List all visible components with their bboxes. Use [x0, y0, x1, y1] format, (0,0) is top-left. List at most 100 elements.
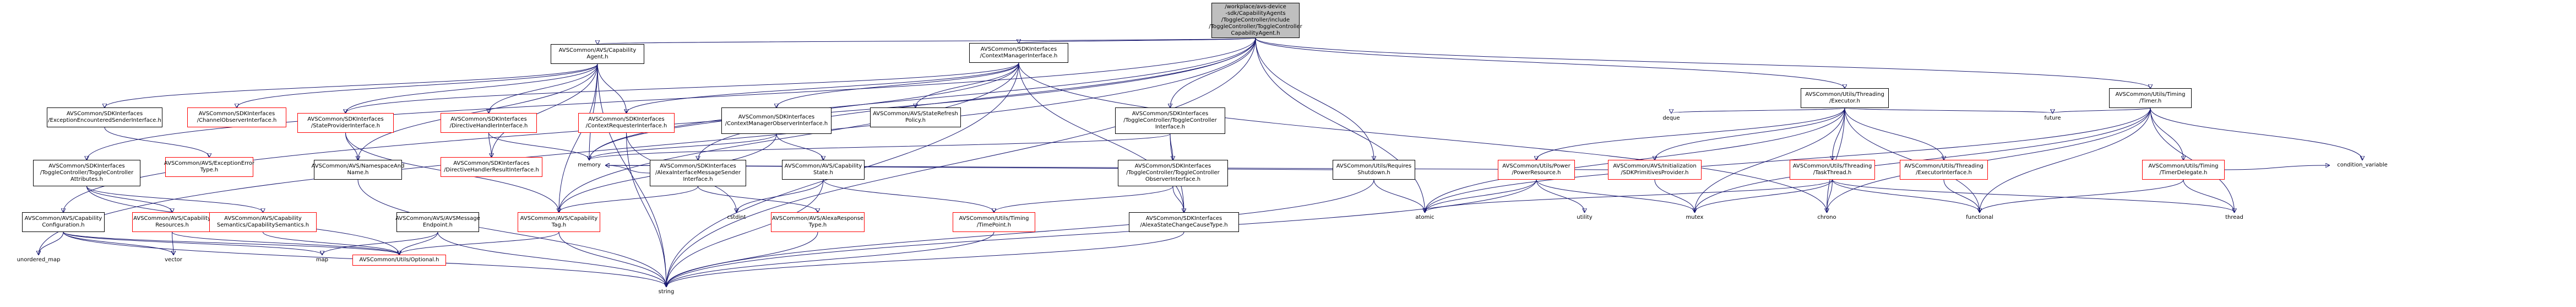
node-timer[interactable]: AVSCommon/Utils/Timing /Timer.h — [2109, 88, 2192, 108]
node-stateprov[interactable]: AVSCommon/SDKInterfaces /StateProviderIn… — [297, 113, 394, 133]
node-optional[interactable]: AVSCommon/Utils/Optional.h — [352, 255, 446, 266]
node-string: string — [658, 289, 675, 295]
edge-power-to-mutex — [1536, 179, 1695, 212]
edge-capagent-to-ctxreq — [597, 63, 627, 113]
node-excerr[interactable]: AVSCommon/AVS/ExceptionError Type.h — [164, 157, 254, 177]
node-dirresult[interactable]: AVSCommon/SDKInterfaces /DirectiveHandle… — [441, 157, 542, 177]
edge-timedel-to-functional — [1980, 179, 2184, 212]
edge-capconfig-to-vector — [63, 231, 173, 255]
node-capconfig[interactable]: AVSCommon/AVS/Capability Configuration.h — [22, 212, 105, 232]
edge-capconfig-to-map — [63, 231, 322, 255]
edge-capres-to-vector — [172, 231, 174, 255]
edge-ctxmgr-to-alexachg — [1018, 62, 1184, 212]
edge-executor-to-power — [1536, 107, 1845, 160]
edge-ctxmgr-to-staterefresh — [916, 62, 1019, 107]
edge-capstate-to-cstdint — [737, 179, 824, 212]
node-timedel[interactable]: AVSCommon/Utils/Timing /TimerDelegate.h — [2142, 160, 2225, 180]
node-dirhandler[interactable]: AVSCommon/SDKInterfaces /DirectiveHandle… — [441, 113, 537, 133]
edge-root-to-reqshutdown — [1255, 37, 1374, 160]
edge-timer-to-functional — [1980, 107, 2151, 212]
node-future: future — [2044, 115, 2061, 121]
edge-root-to-capagent — [597, 37, 1256, 44]
edge-root-to-tog_attr — [87, 37, 1256, 160]
edge-capres-to-optional — [172, 231, 400, 255]
node-ctxreq[interactable]: AVSCommon/SDKInterfaces /ContextRequeste… — [578, 113, 675, 133]
node-thread: thread — [2225, 214, 2243, 220]
edge-capconfig-to-optional — [63, 231, 399, 255]
edge-executor-to-future — [1844, 107, 2053, 113]
node-unordered_map: unordered_map — [17, 257, 61, 263]
node-avsmsgep[interactable]: AVSCommon/AVS/AVSMessage Endpoint.h — [395, 212, 480, 232]
edge-executor-to-deque — [1671, 107, 1845, 113]
edge-executor-to-execiface — [1844, 107, 1944, 160]
node-alexamsg[interactable]: AVSCommon/SDKInterfaces /AlexaInterfaceM… — [650, 160, 746, 186]
edge-alexamsg-to-alexaresp — [698, 186, 818, 212]
node-alexachg[interactable]: AVSCommon/SDKInterfaces /AlexaStateChang… — [1129, 212, 1239, 232]
node-ctxmgr[interactable]: AVSCommon/SDKInterfaces /ContextManagerI… — [969, 43, 1068, 63]
node-ctxmgrobs[interactable]: AVSCommon/SDKInterfaces /ContextManagerO… — [721, 107, 832, 134]
node-tog_attr[interactable]: AVSCommon/SDKInterfaces /ToggleControlle… — [33, 160, 140, 186]
node-tog_obs[interactable]: AVSCommon/SDKInterfaces /ToggleControlle… — [1118, 160, 1228, 186]
edge-tog_iface-to-memory — [589, 133, 1171, 160]
edge-executor-to-mutex — [1695, 107, 1845, 212]
edge-power-to-string — [666, 179, 1537, 287]
node-power[interactable]: AVSCommon/Utils/Power /PowerResource.h — [1498, 160, 1575, 180]
node-utility: utility — [1577, 214, 1593, 220]
node-memory: memory — [578, 162, 601, 168]
node-capagent[interactable]: AVSCommon/AVS/Capability Agent.h — [551, 44, 644, 64]
node-exc_enc[interactable]: AVSCommon/SDKInterfaces /ExceptionEncoun… — [47, 107, 162, 127]
edge-ctxmgr-to-stateprov — [346, 62, 1019, 113]
node-capstate[interactable]: AVSCommon/AVS/Capability State.h — [782, 160, 865, 180]
edge-ctxmgr-to-chrono — [1018, 62, 1827, 212]
edge-capsem-to-optional — [263, 231, 400, 255]
edge-timer-to-atomic — [1425, 107, 2151, 212]
edge-exc_enc-to-excerr — [104, 127, 209, 157]
edge-capagent-to-exc_enc — [105, 63, 598, 107]
edge-power-to-utility — [1536, 179, 1585, 212]
edge-capstate-to-timepoint — [823, 179, 994, 212]
node-taskthread[interactable]: AVSCommon/Utils/Threading /TaskThread.h — [1790, 160, 1875, 180]
edge-capconfig-to-unordered_map — [39, 231, 64, 255]
edge-sdkprim-to-memory — [606, 165, 1608, 170]
edge-ctxmgr-to-captag — [559, 62, 1019, 212]
edge-ctxreq-to-string — [626, 132, 667, 287]
node-timepoint[interactable]: AVSCommon/Utils/Timing /TimePoint.h — [953, 212, 1035, 232]
edge-alexamsg-to-memory — [606, 165, 650, 174]
node-vector: vector — [165, 257, 182, 263]
edge-taskthread-to-thread — [1832, 179, 2235, 212]
node-chanobs[interactable]: AVSCommon/SDKInterfaces /ChannelObserver… — [187, 107, 286, 127]
edge-alexachg-to-string — [666, 231, 1184, 287]
node-reqshutdown[interactable]: AVSCommon/Utils/Requires Shutdown.h — [1333, 160, 1415, 180]
node-executor[interactable]: AVSCommon/Utils/Threading /Executor.h — [1801, 88, 1889, 108]
edge-execiface-to-functional — [1943, 179, 1980, 212]
edge-ctxmgrobs-to-memory — [589, 133, 777, 160]
edge-avsmsgep-to-map — [322, 231, 438, 255]
node-staterefresh[interactable]: AVSCommon/AVS/StateRefresh Policy.h — [870, 107, 961, 127]
node-captag[interactable]: AVSCommon/AVS/Capability Tag.h — [518, 212, 600, 232]
edge-root-to-ctxmgr — [1019, 37, 1256, 43]
edge-root-to-memory — [589, 37, 1256, 160]
node-alexaresp[interactable]: AVSCommon/AVS/AlexaResponse Type.h — [771, 212, 865, 232]
edge-stateprov-to-nsname — [345, 132, 358, 160]
edge-executor-to-sdkprim — [1655, 107, 1845, 160]
edge-power-to-atomic — [1425, 179, 1537, 212]
edge-capstate-to-string — [666, 179, 824, 287]
node-atomic: atomic — [1415, 214, 1434, 220]
edge-root-to-executor — [1255, 37, 1845, 88]
edge-root-to-timer — [1255, 37, 2150, 88]
node-map: map — [316, 257, 329, 263]
node-execiface[interactable]: AVSCommon/Utils/Threading /ExecutorInter… — [1900, 160, 1988, 180]
node-nsname[interactable]: AVSCommon/AVS/NamespaceAnd Name.h — [312, 160, 404, 180]
edge-tog_attr-to-capres — [86, 186, 172, 212]
node-capres[interactable]: AVSCommon/AVS/Capability Resources.h — [132, 212, 212, 232]
node-capsem[interactable]: AVSCommon/AVS/Capability Semantics/Capab… — [209, 212, 317, 232]
node-sdkprim[interactable]: AVSCommon/AVS/Initialization /SDKPrimiti… — [1608, 160, 1702, 180]
node-tog_iface[interactable]: AVSCommon/SDKInterfaces /ToggleControlle… — [1115, 107, 1225, 134]
edge-timedel-to-thread — [2183, 179, 2235, 212]
edge-tog_obs-to-alexachg — [1172, 186, 1184, 212]
node-root[interactable]: /workplace/avs-device -sdk/CapabilityAge… — [1209, 3, 1302, 38]
edge-reqshutdown-to-string — [666, 179, 1374, 287]
edge-taskthread-to-functional — [1832, 179, 1980, 212]
edge-sdkprim-to-mutex — [1654, 179, 1695, 212]
